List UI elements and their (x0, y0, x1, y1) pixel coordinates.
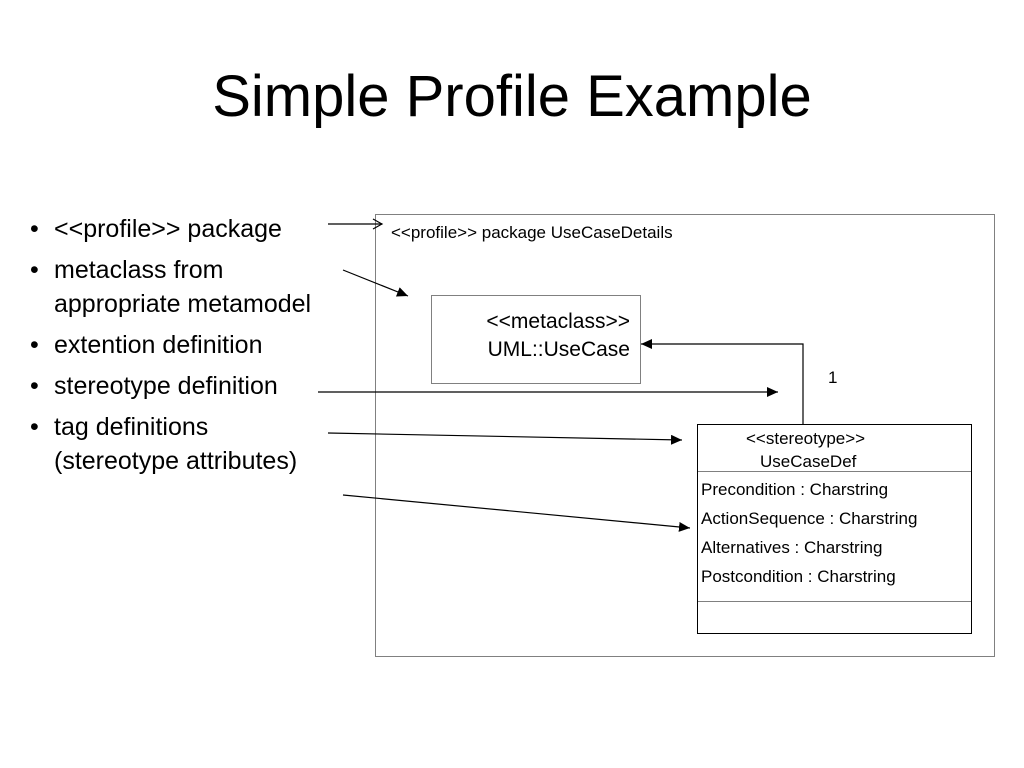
slide-title: Simple Profile Example (212, 64, 812, 129)
stereotype-class-box: <<stereotype>> UseCaseDef Precondition :… (697, 424, 972, 634)
metaclass-stereotype: <<metaclass>> (486, 310, 630, 333)
stereotype-class-header: <<stereotype>> UseCaseDef (698, 425, 971, 472)
pointer-arrow-stereotype (327, 432, 683, 445)
extension-connector (641, 339, 804, 424)
metaclass-name: UML::UseCase (487, 338, 630, 361)
attribute-row: Precondition : Charstring (701, 480, 889, 499)
metaclass-box: <<metaclass>> UML::UseCase (431, 295, 641, 384)
stereotype-attributes: Precondition : Charstring ActionSequence… (698, 472, 971, 602)
stereotype-keyword: <<stereotype>> (746, 429, 866, 448)
attribute-row: Postcondition : Charstring (701, 567, 896, 586)
bullet-item: <<profile>> package (30, 212, 330, 246)
bullet-list: <<profile>> package metaclass from appro… (30, 212, 330, 485)
bullet-item: stereotype definition (30, 369, 330, 403)
bullet-item: extention definition (30, 328, 330, 362)
package-label: <<profile>> package UseCaseDetails (391, 223, 673, 242)
pointer-arrow-metaclass (342, 269, 409, 297)
attribute-row: Alternatives : Charstring (701, 538, 883, 557)
pointer-arrow-tags (342, 494, 691, 532)
multiplicity-label: 1 (828, 368, 838, 387)
stereotype-class-name: UseCaseDef (760, 452, 857, 471)
bullet-item: tag definitions (stereotype attributes) (30, 410, 330, 478)
bullet-item: metaclass from appropriate metamodel (30, 253, 330, 321)
attribute-row: ActionSequence : Charstring (701, 509, 918, 528)
profile-package-box (375, 214, 995, 657)
